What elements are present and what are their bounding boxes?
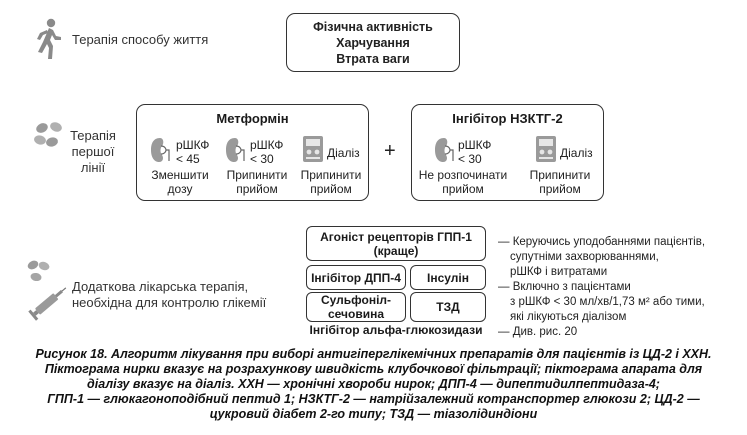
metformin-item-1-line-1: рШКФ (176, 138, 210, 152)
glp1-line-1: Агоніст рецепторів ГПП-1 (320, 229, 472, 244)
dpp4-box: Інгібітор ДПП-4 (306, 265, 406, 290)
sglt2-item-2-action: Припинити прийом (524, 168, 596, 196)
dialysis-machine-icon (536, 136, 556, 162)
note-line-1: — Керуючись уподобаннями пацієнтів, (498, 236, 706, 248)
metformin-item-3-criteria: Діаліз (327, 146, 360, 160)
lifestyle-line-2: Харчування (336, 36, 410, 50)
metformin-item-2-action-2: прийом (236, 182, 278, 196)
metformin-item-3-action: Припинити прийом (296, 168, 366, 196)
additional-label: Додаткова лікарська терапія, необхідна д… (72, 279, 266, 311)
additional-notes: — Керуючись уподобаннями пацієнтів, супу… (498, 235, 746, 340)
glp1-box: Агоніст рецепторів ГПП-1 (краще) (306, 226, 486, 261)
first-line-label: Терапія першої лінії (66, 128, 120, 176)
metformin-item-2-action: Припинити прийом (221, 168, 293, 196)
lifestyle-line-3: Втрата ваги (336, 52, 410, 66)
sglt2-item-2-action-1: Припинити (529, 168, 591, 182)
pills-icon (27, 260, 50, 282)
caption-line-5: цукровий діабет 2-го типу; ТЗД — тіазолі… (209, 407, 538, 421)
note-line-3: рШКФ і витратами (510, 266, 608, 278)
metformin-item-1-action: Зменшити дозу (144, 168, 216, 196)
metformin-item-1-action-1: Зменшити (151, 168, 209, 182)
metformin-item-2-line-2: < 30 (250, 152, 274, 166)
note-line-4: — Включно з пацієнтами (498, 281, 631, 293)
note-line-5: з рШКФ < 30 мл/хв/1,73 м² або тими, (510, 296, 705, 308)
sglt2-item-1-line-1: рШКФ (458, 138, 492, 152)
insulin-box: Інсулін (410, 265, 486, 290)
first-line-label-1: Терапія (70, 128, 116, 143)
sulfonylurea-line-1: Сульфоніл- (320, 293, 392, 307)
sglt2-item-1-action-1: Не розпочинати (418, 168, 508, 182)
sglt2-item-1-action-2: прийом (442, 182, 484, 196)
tzd-box: ТЗД (410, 292, 486, 322)
sglt2-item-1-action: Не розпочинати прийом (415, 168, 511, 196)
metformin-item-2-line-1: рШКФ (250, 138, 284, 152)
metformin-item-2-criteria: рШКФ < 30 (250, 138, 283, 166)
kidney-icon (435, 138, 454, 162)
first-line-label-2: першої (71, 144, 115, 159)
caption-line-3: діалізу вказує на діаліз. ХХН — хронічні… (87, 377, 660, 391)
metformin-item-1-action-2: дозу (167, 182, 193, 196)
metformin-item-1-criteria: рШКФ < 45 (176, 138, 209, 166)
caption-line-4: ГПП-1 — глюкагоноподібний пептид 1; НЗКТ… (47, 392, 700, 406)
sglt2-item-2-criteria: Діаліз (560, 146, 593, 160)
metformin-title: Метформін (216, 111, 289, 126)
caption-line-1: Рисунок 18. Алгоритм лікування при вибор… (35, 347, 712, 361)
sglt2-item-1-criteria: рШКФ < 30 (458, 138, 491, 166)
sglt2-item-1-line-2: < 30 (458, 152, 482, 166)
pills-icon (34, 122, 62, 147)
syringe-icon (28, 287, 67, 321)
lifestyle-label: Терапія способу життя (72, 32, 209, 47)
sulfonylurea-line-2: сечовина (327, 307, 385, 321)
note-line-2: супутніми захворюваннями, (510, 251, 659, 263)
sglt2-item-2-action-2: прийом (539, 182, 581, 196)
dialysis-machine-icon (303, 136, 323, 162)
additional-label-1: Додаткова лікарська терапія, (72, 279, 249, 294)
note-line-7: — Див. рис. 20 (498, 326, 578, 338)
figure-caption: Рисунок 18. Алгоритм лікування при вибор… (0, 347, 747, 422)
sglt2-box: Інгібітор НЗКТГ-2 (411, 104, 604, 201)
metformin-item-3-action-2: прийом (310, 182, 352, 196)
caption-line-2: Піктограма нирки вказує на розрахункову … (44, 362, 703, 376)
sulfonylurea-box: Сульфоніл- сечовина (306, 292, 406, 322)
note-line-6: які лікуються діалізом (510, 311, 627, 323)
additional-label-2: необхідна для контролю глікемії (72, 295, 267, 310)
runner-icon (37, 18, 61, 59)
alpha-glucosidase-label: Інгібітор альфа-глюкозидази (309, 323, 483, 337)
glp1-line-2: (краще) (373, 243, 419, 258)
kidney-icon (226, 138, 245, 162)
plus-sign: + (384, 140, 396, 162)
metformin-item-2-action-1: Припинити (226, 168, 288, 182)
sglt2-title: Інгібітор НЗКТГ-2 (452, 111, 563, 126)
first-line-label-3: лінії (80, 160, 106, 175)
lifestyle-line-1: Фізична активність (313, 20, 433, 34)
lifestyle-box: Фізична активність Харчування Втрата ваг… (286, 13, 460, 72)
metformin-item-3-action-1: Припинити (300, 168, 362, 182)
metformin-item-1-line-2: < 45 (176, 152, 200, 166)
metformin-box: Метформін (136, 104, 369, 201)
kidney-icon (151, 138, 170, 162)
